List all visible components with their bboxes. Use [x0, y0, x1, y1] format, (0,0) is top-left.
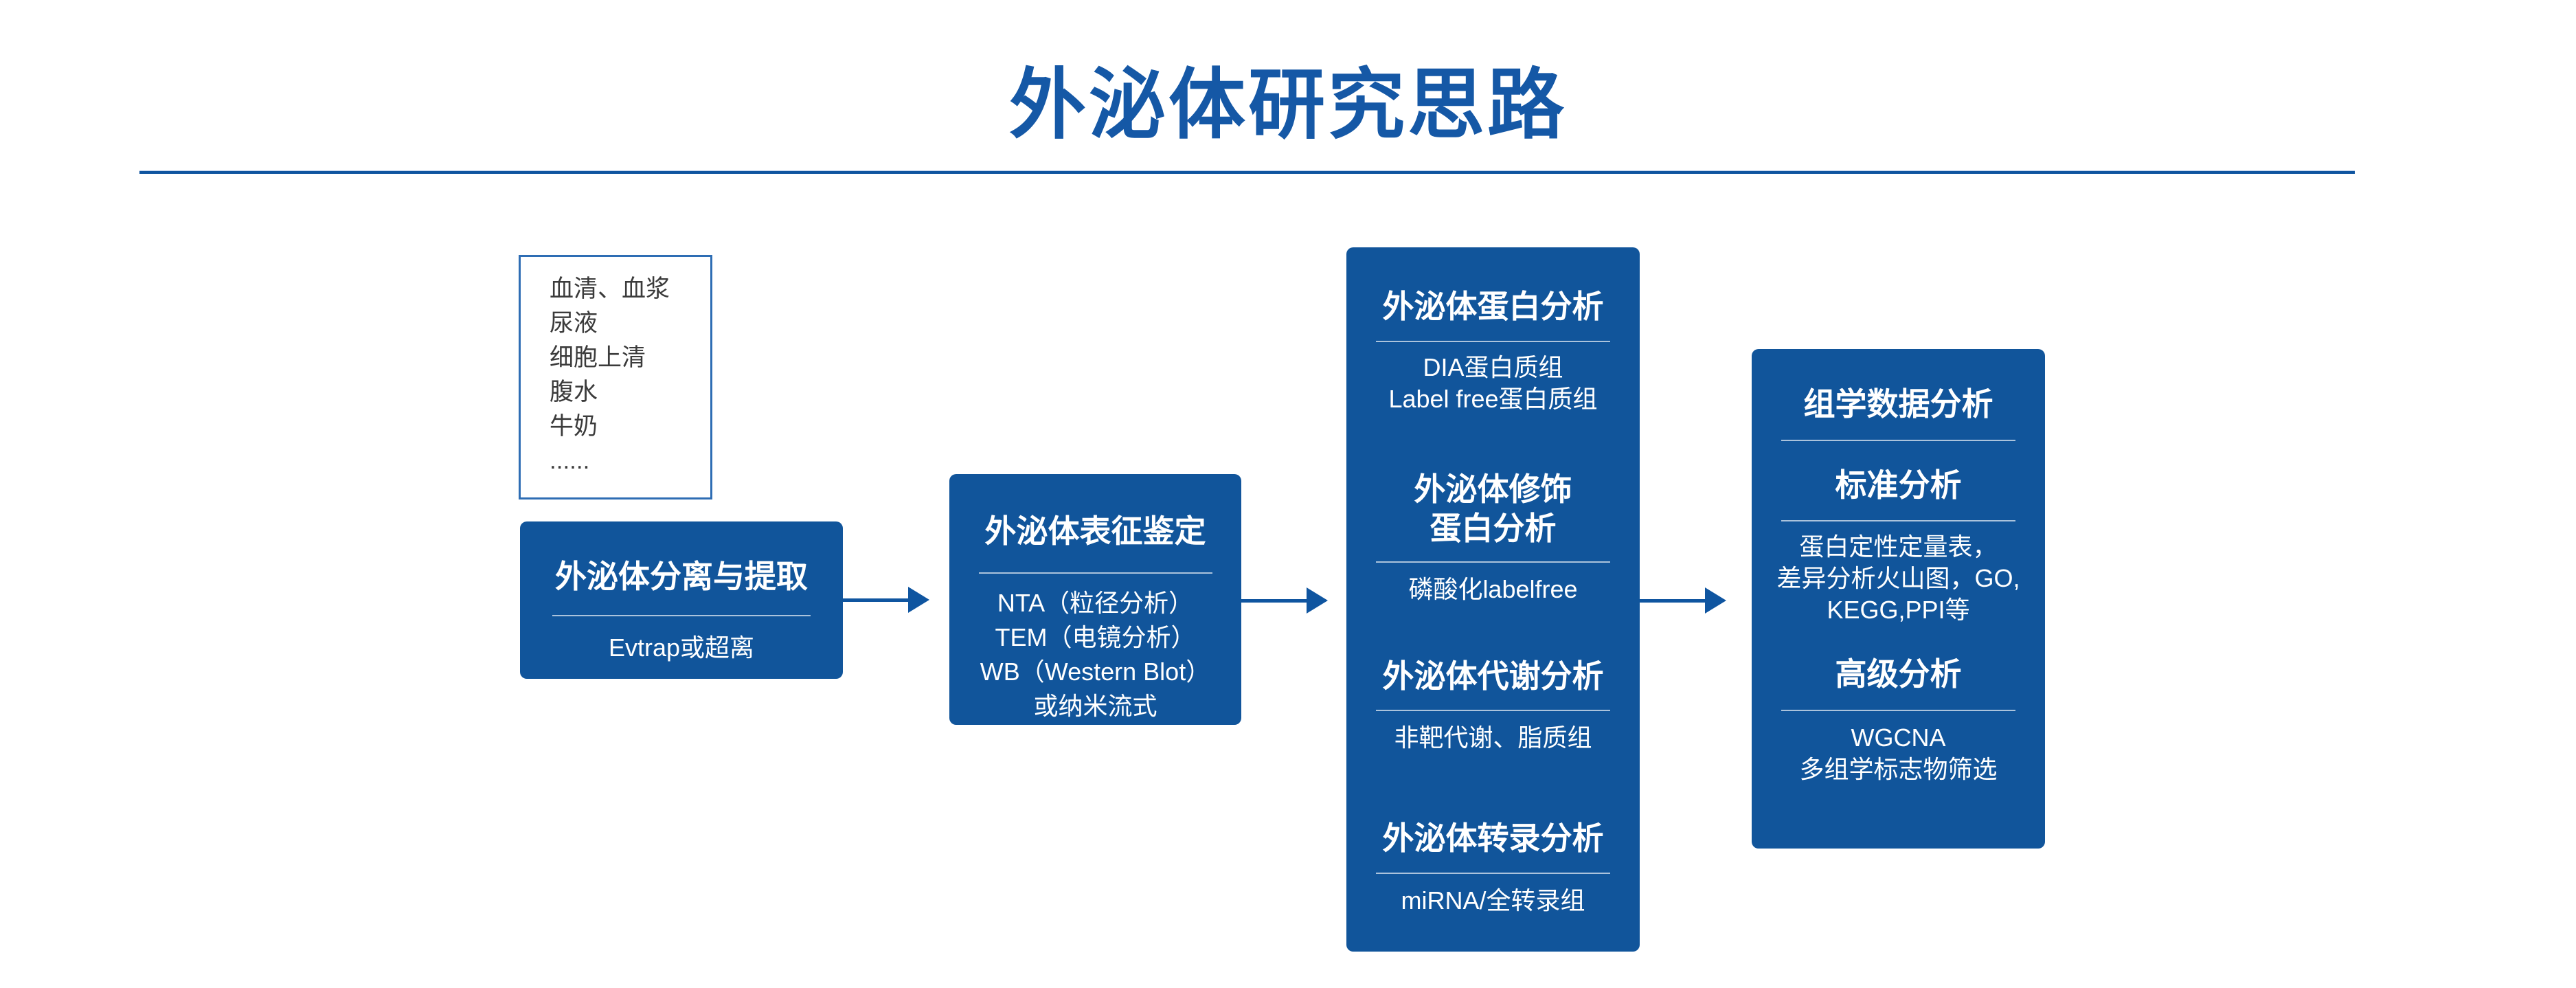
box-subline: KEGG,PPI等	[1827, 596, 1970, 624]
flow-box-exosome-characterization: 外泌体表征鉴定 NTA（粒径分析） TEM（电镜分析） WB（Western B…	[949, 474, 1241, 725]
box-subline: 差异分析火山图，GO,	[1776, 564, 2020, 592]
box-subline: NTA（粒径分析）	[997, 588, 1194, 617]
box-subline: DIA蛋白质组	[1423, 352, 1563, 381]
sample-list-item: 牛奶	[550, 413, 598, 440]
arrow-line	[1241, 599, 1307, 603]
sample-list-item: 腹水	[550, 379, 598, 405]
box-divider	[1375, 872, 1611, 874]
flow-box-exosome-isolation: 外泌体分离与提取 Evtrap或超离	[520, 521, 843, 679]
box-heading: 外泌体转录分析	[1382, 820, 1604, 856]
box-divider	[1781, 439, 2016, 441]
box-heading: 高级分析	[1835, 656, 1962, 692]
box-divider	[1781, 520, 2016, 521]
box-subline: TEM（电镜分析）	[995, 622, 1196, 651]
box-subline: 蛋白定性定量表，	[1799, 532, 1998, 561]
sample-list-item: 血清、血浆	[550, 276, 670, 302]
arrow-head-icon	[908, 587, 929, 613]
sample-list-box: 血清、血浆 尿液 细胞上清 腹水 牛奶 ......	[519, 255, 712, 499]
box-subline: miRNA/全转录组	[1401, 886, 1585, 914]
arrow-head-icon	[1307, 587, 1328, 614]
box-subline: 多组学标志物筛选	[1799, 754, 1998, 783]
box-subline: Evtrap或超离	[608, 633, 755, 662]
box-divider	[1375, 710, 1611, 711]
box-subline: Label free蛋白质组	[1388, 384, 1598, 413]
box-heading: 外泌体表征鉴定	[984, 513, 1206, 549]
box-subline: WB（Western Blot）	[980, 657, 1211, 686]
box-heading: 组学数据分析	[1803, 386, 1993, 422]
title-underline	[139, 170, 2355, 174]
sample-list-item: ......	[550, 447, 590, 474]
box-heading: 蛋白分析	[1430, 510, 1557, 546]
page-title: 外泌体研究思路	[1009, 62, 1567, 148]
sample-list-item: 尿液	[550, 310, 598, 337]
arrow-head-icon	[1705, 587, 1726, 614]
box-heading: 标准分析	[1835, 467, 1962, 503]
box-heading: 外泌体蛋白分析	[1382, 289, 1604, 324]
box-subline: 非靶代谢、脂质组	[1394, 723, 1592, 752]
box-divider	[1375, 340, 1611, 342]
box-subline: 或纳米流式	[1033, 691, 1157, 720]
box-subline: WGCNA	[1851, 723, 1946, 752]
box-heading: 外泌体分离与提取	[555, 559, 808, 594]
box-divider	[978, 572, 1212, 574]
arrow-line	[843, 598, 909, 602]
box-heading: 外泌体修饰	[1414, 471, 1572, 507]
flow-arrow	[843, 587, 932, 613]
flow-box-omics-data-analysis: 组学数据分析 标准分析 蛋白定性定量表， 差异分析火山图，GO, KEGG,PP…	[1752, 349, 2045, 849]
arrow-line	[1640, 599, 1706, 603]
box-divider	[552, 614, 811, 616]
box-subline: 磷酸化labelfree	[1408, 574, 1578, 603]
box-divider	[1375, 561, 1611, 563]
flow-box-exosome-omics: 外泌体蛋白分析 DIA蛋白质组 Label free蛋白质组 外泌体修饰 蛋白分…	[1346, 247, 1640, 952]
sample-list-item: 细胞上清	[550, 344, 646, 371]
flow-arrow	[1241, 587, 1331, 614]
flow-arrow	[1640, 587, 1729, 614]
box-heading: 外泌体代谢分析	[1382, 658, 1604, 694]
box-divider	[1781, 709, 2016, 711]
